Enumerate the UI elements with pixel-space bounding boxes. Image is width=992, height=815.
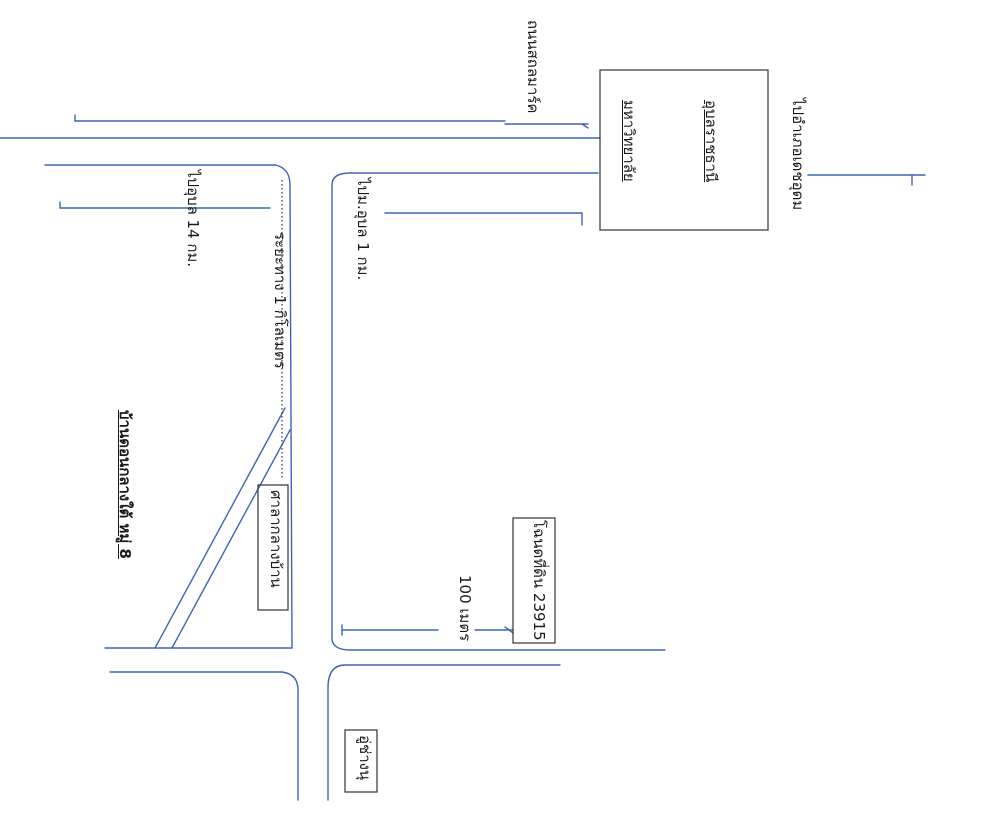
village-hall-box (257, 484, 289, 611)
vertical-roads (104, 184, 666, 801)
university-box (599, 69, 769, 231)
distance-100-label: 100 เมตร (456, 575, 474, 642)
to-ubon-14-label: ไปอุบล 14 กม. (184, 170, 202, 268)
distance-label: ระยะทาง 1 กิโลเมตร (271, 232, 289, 369)
to-ubon-1-label: ไปม.อุบล 1 กม. (354, 178, 372, 281)
land-deed-box (512, 517, 556, 644)
university-label-line1: มหาวิทยาลัย (620, 100, 638, 182)
land-deed-label: โฉนดที่ดิน 23915 (530, 520, 548, 641)
map-title: บ้านดอนกลางใต้ หมู่ 8 (116, 410, 134, 559)
hundred-meter-arrows (341, 624, 514, 636)
u-chang-nu-box (344, 729, 378, 793)
diagonal-lane (154, 407, 291, 649)
road-arrows (59, 114, 926, 226)
road-name-label: ถนนสถลมาร์ค (524, 20, 542, 114)
village-hall-label: ศาลากลางบ้าน (267, 490, 285, 588)
university-label-line2: อุบลราชธานี (702, 100, 720, 183)
main-road-top (0, 137, 601, 186)
u-chang-nu-label: อู่ช่างนุ (356, 735, 374, 781)
to-det-udom-label: ไปอำเภอเดชอุดม (789, 98, 807, 211)
